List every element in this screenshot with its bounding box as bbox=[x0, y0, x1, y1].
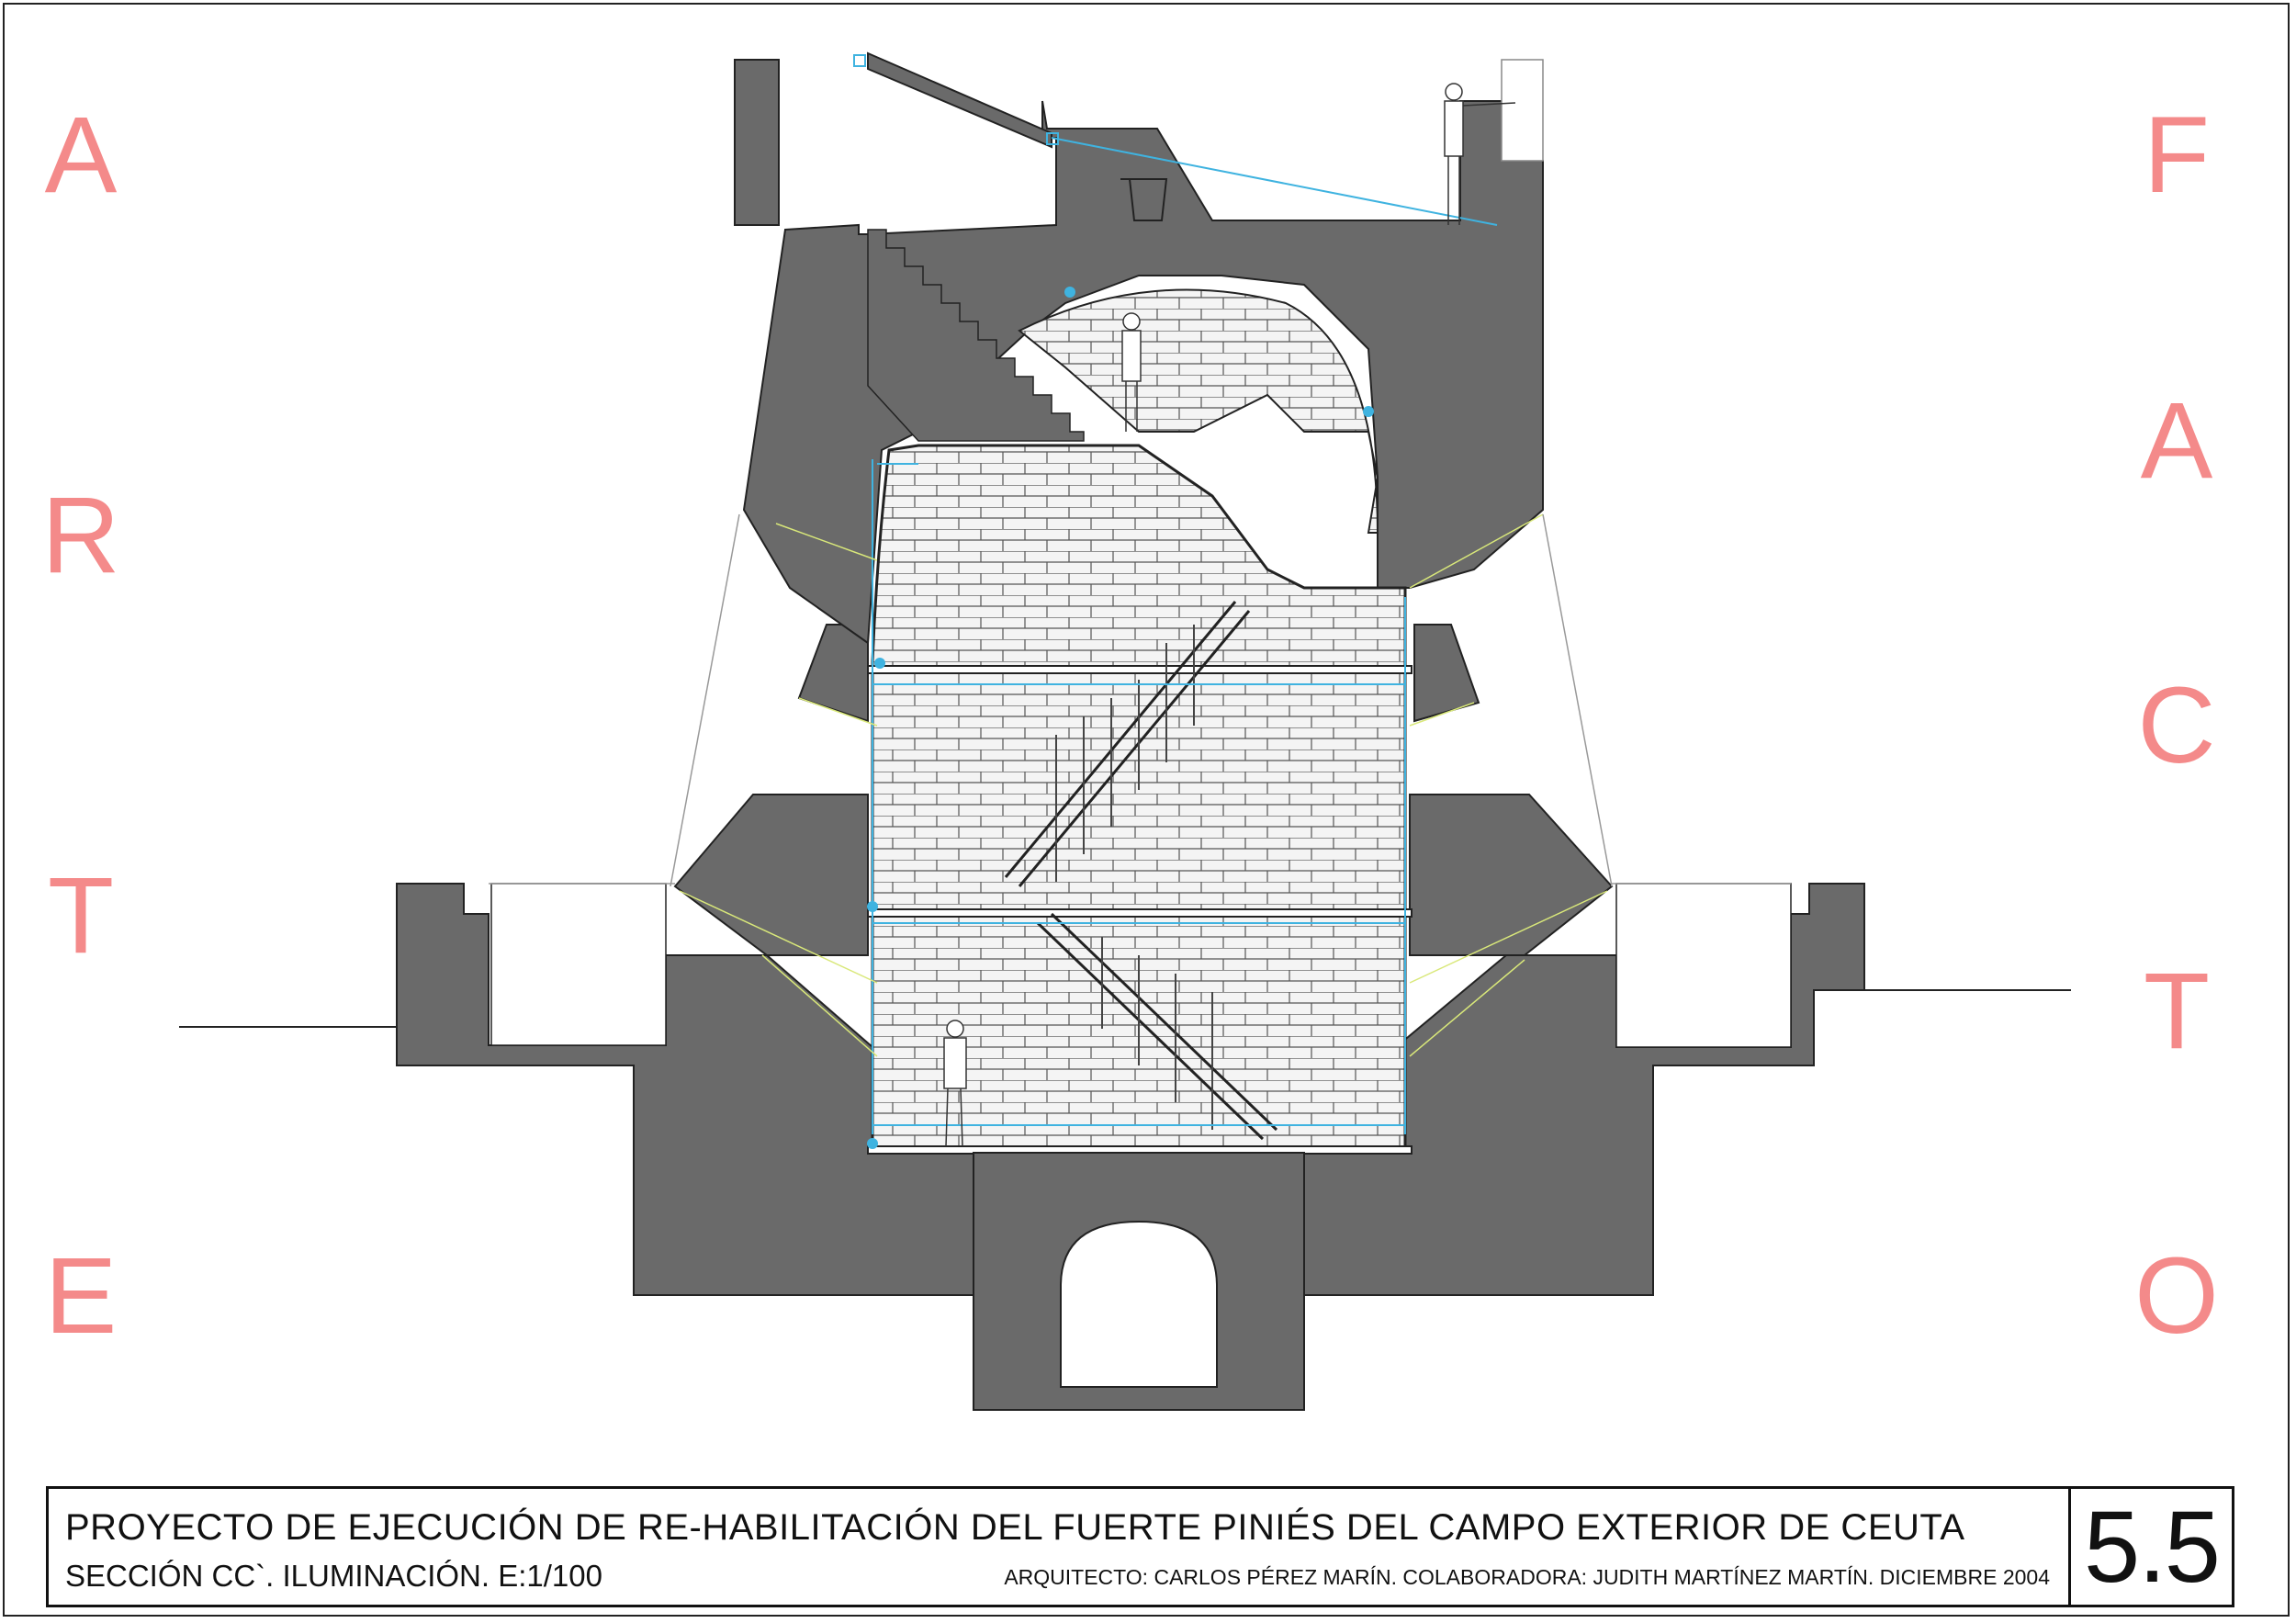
wing-right-lower bbox=[1409, 794, 1614, 956]
letter: T bbox=[2143, 950, 2211, 1072]
drawing-subtitle: SECCIÓN CC`. ILUMINACIÓN. E:1/100 bbox=[65, 1559, 602, 1593]
wing-left-lower bbox=[673, 794, 869, 956]
letter: F bbox=[2143, 95, 2211, 216]
outline-lines bbox=[489, 513, 1791, 887]
vertical-word-arte: A R T E bbox=[26, 101, 136, 1350]
project-title: PROYECTO DE EJECUCIÓN DE RE-HABILITACIÓN… bbox=[65, 1507, 1965, 1548]
letter: R bbox=[41, 475, 120, 596]
credits: ARQUITECTO: CARLOS PÉREZ MARÍN. COLABORA… bbox=[1004, 1565, 2050, 1589]
terrace-void-right bbox=[1615, 883, 1792, 1048]
pillar-left bbox=[734, 59, 780, 226]
letter: T bbox=[47, 855, 115, 976]
title-block: PROYECTO DE EJECUCIÓN DE RE-HABILITACIÓN… bbox=[46, 1486, 2234, 1607]
sheet-number: 5.5 bbox=[2084, 1490, 2221, 1604]
person-stair bbox=[1121, 312, 1142, 432]
wing-left-upper bbox=[797, 624, 869, 723]
dome-masonry bbox=[1018, 288, 1379, 534]
letter: C bbox=[2137, 665, 2216, 786]
wing-right-upper bbox=[1413, 624, 1480, 723]
stair-balusters bbox=[1055, 625, 1213, 1130]
pillar-right-outline bbox=[1501, 59, 1544, 162]
sheet-border bbox=[3, 3, 2290, 1617]
central-tower bbox=[871, 444, 1407, 1150]
stair-upper bbox=[867, 229, 1085, 442]
letter: O bbox=[2134, 1235, 2219, 1357]
section-drawing bbox=[179, 51, 2071, 1411]
letter: E bbox=[44, 1235, 118, 1357]
light-rays bbox=[679, 513, 1608, 1057]
terrace-void-left bbox=[490, 883, 667, 1046]
letter: A bbox=[44, 95, 118, 216]
floor-slab-1 bbox=[867, 665, 1412, 674]
vertical-word-facto: F A C T O bbox=[2122, 101, 2232, 1350]
roof-slab bbox=[867, 51, 1052, 149]
interior-stair bbox=[1004, 601, 1278, 1141]
roof-tower bbox=[1120, 178, 1168, 221]
title-main: PROYECTO DE EJECUCIÓN DE RE-HABILITACIÓN… bbox=[49, 1489, 2071, 1605]
arch-opening bbox=[1060, 1220, 1218, 1388]
letter: A bbox=[2140, 379, 2213, 502]
floor-slab-2 bbox=[867, 908, 1412, 918]
person-roof bbox=[1444, 83, 1516, 225]
person-ground bbox=[943, 1020, 967, 1147]
light-points bbox=[867, 287, 1374, 1149]
